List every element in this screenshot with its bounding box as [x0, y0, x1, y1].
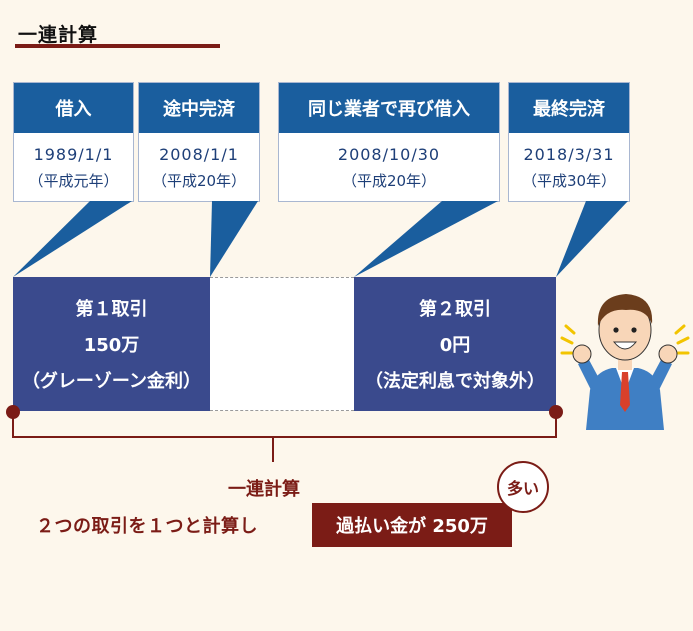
businessman-cheering-icon [560, 260, 690, 430]
more-badge: 多い [497, 461, 549, 513]
overpayment-box: 過払い金が 250万 [312, 503, 512, 547]
combined-calc-label: 一連計算 [228, 475, 300, 501]
start-point-dot [6, 405, 20, 419]
combined-calc-description: ２つの取引を１つと計算し [36, 512, 258, 538]
